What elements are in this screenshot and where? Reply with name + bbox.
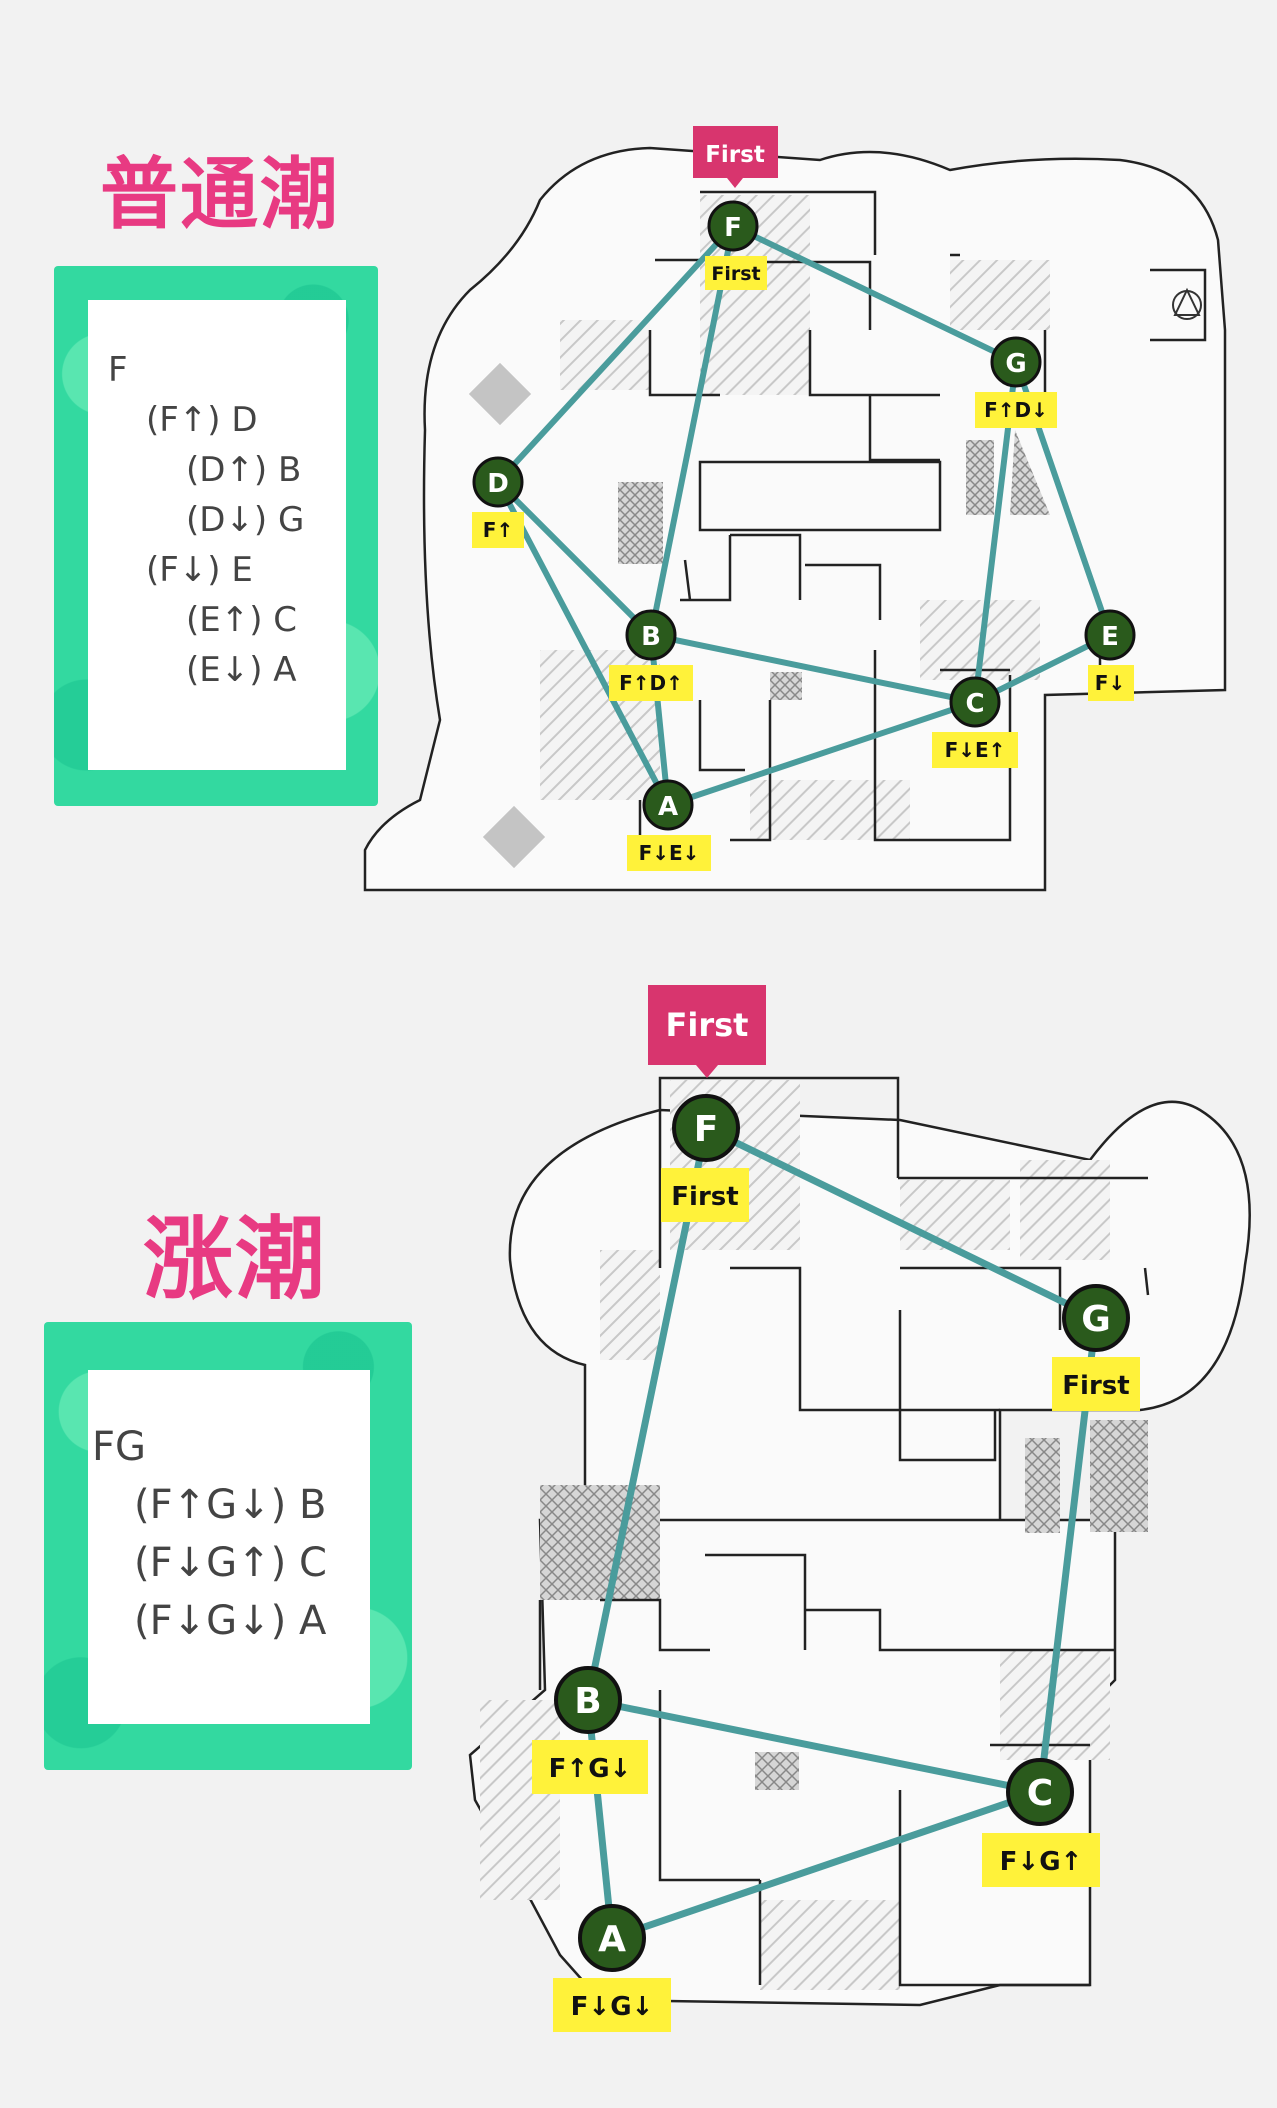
node-tag: First	[711, 263, 760, 285]
hatched-area	[950, 260, 1050, 330]
high-tide-map: First F First G First B F↑G↓ C F↓G↑ A F↓…	[468, 985, 1251, 2032]
route-line	[730, 223, 1019, 365]
crosshatch-block	[770, 672, 802, 700]
node-A: A F↓E↓	[627, 779, 711, 871]
svg-text:F: F	[724, 213, 742, 243]
tree-line: (E↑) C	[186, 600, 298, 640]
route-line	[648, 632, 978, 705]
hatched-area	[750, 780, 910, 840]
svg-text:D: D	[487, 469, 509, 499]
tree-line: (D↓) G	[186, 500, 305, 540]
node-tag: F↓E↓	[639, 841, 700, 865]
route-line	[665, 699, 978, 808]
svg-text:C: C	[965, 689, 984, 719]
high-tide-tree-panel: FG (F↑G↓) B (F↓G↑) C (F↓G↓) A	[44, 1322, 412, 1770]
tree-line: (F↓G↑) C	[134, 1540, 327, 1586]
node-C: C F↓E↑	[932, 676, 1018, 768]
node-tag: F↑G↓	[549, 1754, 632, 1784]
crosshatch-block	[540, 1485, 660, 1600]
first-banner: First	[648, 985, 766, 1078]
route-line	[495, 479, 654, 638]
hatched-area	[900, 1180, 1010, 1250]
high-tide-title: 涨潮	[143, 1207, 327, 1312]
route-line	[648, 223, 736, 638]
crosshatch-block	[618, 482, 663, 564]
node-tag: First	[671, 1182, 738, 1212]
node-tag: F↑D↑	[619, 671, 683, 695]
hatched-area	[480, 1700, 560, 1900]
normal-tide-title: 普通潮	[99, 150, 340, 240]
crosshatch-block	[755, 1752, 799, 1790]
svg-text:B: B	[574, 1681, 601, 1722]
node-tag: First	[1062, 1371, 1129, 1401]
triangle-marker	[1173, 287, 1201, 316]
node-tag: F↓G↑	[1000, 1847, 1083, 1877]
node-F: F First	[705, 200, 767, 290]
first-banner: First	[693, 126, 778, 188]
first-banner-label: First	[705, 142, 765, 168]
route-line	[584, 1696, 616, 1942]
svg-text:A: A	[598, 1919, 626, 1960]
svg-text:G: G	[1081, 1299, 1111, 1340]
node-A: A F↓G↓	[553, 1904, 671, 2032]
svg-text:A: A	[658, 792, 678, 822]
node-B: B F↑G↓	[532, 1666, 648, 1794]
route-line	[495, 223, 736, 485]
node-F: F First	[661, 1094, 749, 1222]
normal-tide-map: First F First G F↑D↓ D F↑ B F↑D↑ E F↓ C …	[363, 126, 1227, 892]
tree-line: F	[108, 350, 128, 390]
tree-line: (D↑) B	[186, 450, 302, 490]
node-D: D F↑	[472, 456, 524, 548]
node-G: G F↑D↓	[975, 336, 1057, 428]
tree-line: (F↓G↓) A	[134, 1598, 327, 1644]
svg-text:C: C	[1027, 1773, 1053, 1814]
crosshatch-block	[1010, 430, 1050, 515]
node-G: G First	[1052, 1284, 1140, 1411]
tree-line: (F↑G↓) B	[134, 1482, 327, 1528]
route-line	[584, 1696, 1044, 1796]
first-banner-label: First	[666, 1006, 749, 1044]
node-B: B F↑D↑	[609, 609, 693, 701]
tree-line: (F↑) D	[146, 400, 258, 440]
tree-line: (F↓) E	[146, 550, 253, 590]
tree-line: FG	[92, 1424, 147, 1470]
hatched-area	[600, 1250, 660, 1360]
node-tag: F↑D↓	[984, 398, 1048, 422]
route-line	[702, 1124, 1100, 1322]
svg-text:E: E	[1101, 622, 1119, 652]
node-tag: F↓	[1095, 671, 1125, 695]
normal-tide-tree-panel: F (F↑) D (D↑) B (D↓) G (F↓) E (E↑) C (E↓…	[54, 266, 378, 806]
svg-text:B: B	[641, 622, 661, 652]
grey-block	[468, 362, 532, 426]
route-line	[495, 479, 671, 808]
hatched-area	[1020, 1160, 1110, 1260]
svg-text:G: G	[1005, 349, 1026, 379]
node-tag: F↓G↓	[571, 1992, 654, 2022]
hatched-area	[760, 1900, 900, 1990]
route-line	[648, 632, 671, 808]
node-tag: F↓E↑	[945, 738, 1006, 762]
tree-line: (E↓) A	[186, 650, 297, 690]
route-line	[608, 1788, 1044, 1942]
node-tag: F↑	[483, 518, 513, 542]
crosshatch-block	[1090, 1420, 1148, 1532]
node-C: C F↓G↑	[982, 1758, 1100, 1887]
route-line	[584, 1124, 710, 1704]
svg-text:F: F	[694, 1109, 719, 1150]
crosshatch-block	[1025, 1438, 1060, 1533]
grey-block	[482, 805, 546, 869]
crosshatch-block	[966, 440, 994, 515]
node-E: E F↓	[1084, 609, 1136, 701]
